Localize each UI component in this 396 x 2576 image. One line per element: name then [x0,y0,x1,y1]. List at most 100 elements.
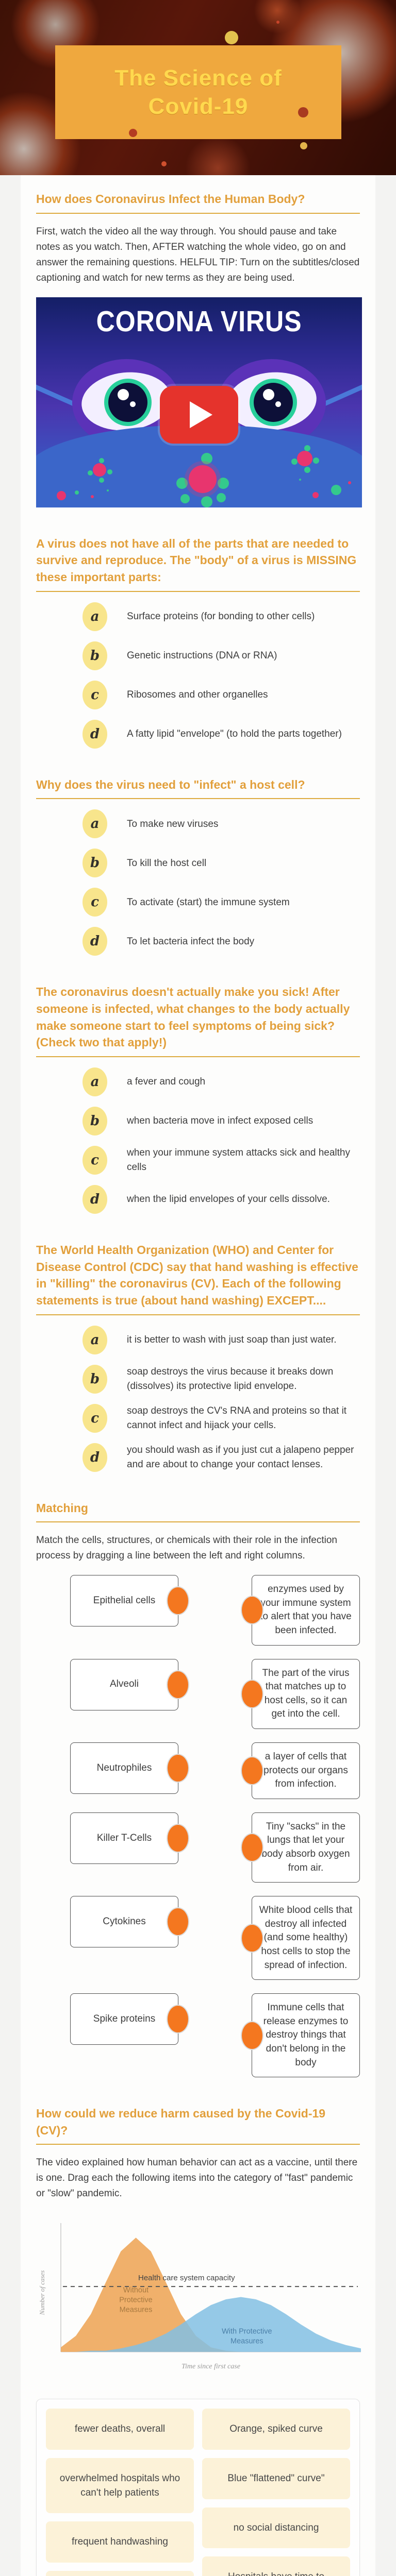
connector-dot-icon[interactable] [167,1586,189,1616]
sort-items-card: fewer deaths, overall overwhelmed hospit… [36,2399,360,2576]
connector-dot-icon[interactable] [241,1833,263,1862]
divider [36,212,360,214]
match-left-killer-t-cells[interactable]: Killer T-Cells [70,1812,189,1864]
divider [36,590,360,592]
question-heading: The coronavirus doesn't actually make yo… [36,985,350,1049]
option-letter-badge: a [82,602,107,631]
option-c[interactable]: c Ribosomes and other organelles [82,680,360,709]
option-b[interactable]: b Genetic instructions (DNA or RNA) [82,641,360,670]
option-c[interactable]: c To activate (start) the immune system [82,888,360,917]
svg-text:Measures: Measures [230,2337,263,2346]
option-label: it is better to wash with just soap than… [127,1334,337,1345]
option-letter-badge: d [82,719,107,749]
match-left-label: Cytokines [103,1916,146,1927]
drag-tile[interactable]: fewer deaths, overall [46,2409,194,2450]
option-d[interactable]: d when the lipid envelopes of your cells… [82,1184,360,1214]
drag-tile[interactable]: overwhelmed hospitals who can't help pat… [46,2458,194,2514]
divider [36,798,360,800]
option-a[interactable]: a it is better to wash with just soap th… [82,1325,360,1354]
connector-dot-icon[interactable] [167,1907,189,1937]
option-letter-badge: b [82,641,107,670]
matching-section: Matching Match the cells, structures, or… [36,1500,360,2078]
connector-dot-icon[interactable] [167,2005,189,2034]
match-right-definition[interactable]: White blood cells that destroy all infec… [241,1896,360,1980]
match-right-definition[interactable]: The part of the virus that matches up to… [241,1658,360,1730]
option-c[interactable]: c soap destroys the CV's RNA and protein… [82,1403,360,1433]
option-label: a fever and cough [127,1076,206,1088]
match-right-definition[interactable]: a layer of cells that protects our organ… [241,1742,360,1799]
match-left-label: Spike proteins [93,2013,156,2024]
match-left-cytokines[interactable]: Cytokines [70,1896,189,1948]
match-right-definition[interactable]: Tiny "sacks" in the lungs that let your … [241,1812,360,1883]
match-left-spike-proteins[interactable]: Spike proteins [70,1993,189,2045]
virus-particle-icon [331,484,341,495]
match-right-label: a layer of cells that protects our organ… [263,1751,348,1790]
option-label: Genetic instructions (DNA or RNA) [127,650,277,661]
drag-tile[interactable]: no social distancing [202,2507,350,2549]
divider [36,1056,360,1057]
divider [36,1314,360,1315]
question-heading: The World Health Organization (WHO) and … [36,1243,358,1307]
virus-particle-icon [57,490,66,500]
question-heading: Why does the virus need to "infect" a ho… [36,777,305,791]
question-feel-symptoms: The coronavirus doesn't actually make yo… [36,984,360,1214]
connector-dot-icon[interactable] [167,1754,189,1783]
section-heading-matching: Matching [36,1501,88,1515]
option-d[interactable]: d you should wash as if you just cut a j… [82,1443,360,1472]
connector-dot-icon[interactable] [241,2021,263,2050]
drag-tile[interactable]: Orange, spiked curve [202,2409,350,2450]
connector-dot-icon[interactable] [241,1679,263,1708]
connector-dot-icon[interactable] [241,1756,263,1785]
connector-dot-icon[interactable] [241,1923,263,1953]
svg-text:Without: Without [123,2286,148,2295]
svg-text:With Protective: With Protective [222,2328,272,2336]
drag-tile[interactable]: people still get sick, not all at once [46,2570,194,2576]
svg-text:Time since first case: Time since first case [182,2363,240,2370]
option-label: To make new viruses [127,818,219,829]
option-letter-badge: c [82,1145,107,1175]
svg-text:Protective: Protective [119,2296,152,2304]
option-d[interactable]: d A fatty lipid "envelope" (to hold the … [82,719,360,749]
option-a[interactable]: a a fever and cough [82,1067,360,1096]
match-left-neutrophiles[interactable]: Neutrophiles [70,1742,189,1794]
option-c[interactable]: c when your immune system attacks sick a… [82,1145,360,1175]
question-virus-missing-parts: A virus does not have all of the parts t… [36,535,360,749]
connector-dot-icon[interactable] [167,1670,189,1699]
play-button[interactable] [160,386,238,444]
option-label: when the lipid envelopes of your cells d… [127,1194,330,1205]
drag-tile[interactable]: Hospitals have time to prepare [202,2556,350,2576]
match-right-label: Immune cells that release enzymes to des… [263,2002,349,2068]
option-label: A fatty lipid "envelope" (to hold the pa… [127,728,342,739]
option-label: when your immune system attacks sick and… [127,1147,350,1173]
svg-text:Health care system capacity: Health care system capacity [138,2274,235,2283]
svg-text:Number of cases: Number of cases [38,2270,46,2316]
option-b[interactable]: b To kill the host cell [82,849,360,878]
match-right-definition[interactable]: enzymes used by your immune system to al… [241,1575,360,1646]
curve-chart-svg: Health care system capacityWithoutProtec… [38,2223,361,2370]
option-a[interactable]: a Surface proteins (for bonding to other… [82,602,360,631]
banner-title-box: The Science of Covid-19 [55,45,341,139]
option-b[interactable]: b when bacteria move in infect exposed c… [82,1106,360,1136]
connector-dot-icon[interactable] [167,1823,189,1853]
option-a[interactable]: a To make new viruses [82,809,360,839]
match-row: Epithelial cells enzymes used by your im… [36,1575,360,1646]
match-row: Killer T-Cells Tiny "sacks" in the lungs… [36,1812,360,1883]
drag-tile[interactable]: frequent handwashing [46,2521,194,2563]
option-label: you should wash as if you just cut a jal… [127,1445,354,1470]
option-d[interactable]: d To let bacteria infect the body [82,927,360,956]
drag-tile[interactable]: Blue "flattened" curve" [202,2458,350,2499]
option-letter-badge: d [82,1443,107,1472]
connector-dot-icon[interactable] [241,1596,263,1625]
match-left-label: Epithelial cells [93,1595,156,1606]
match-left-alveoli[interactable]: Alveoli [70,1658,189,1710]
option-letter-badge: c [82,1403,107,1433]
match-right-label: The part of the virus that matches up to… [262,1667,350,1720]
match-row: Spike proteins Immune cells that release… [36,1993,360,2078]
option-letter-badge: b [82,849,107,878]
video-thumbnail[interactable]: CORONA VIRUS [36,297,362,507]
match-left-label: Neutrophiles [96,1762,152,1773]
option-b[interactable]: b soap destroys the virus because it bre… [82,1364,360,1394]
option-letter-badge: d [82,1184,107,1214]
match-right-definition[interactable]: Immune cells that release enzymes to des… [241,1993,360,2078]
match-left-epithelial-cells[interactable]: Epithelial cells [70,1575,189,1627]
